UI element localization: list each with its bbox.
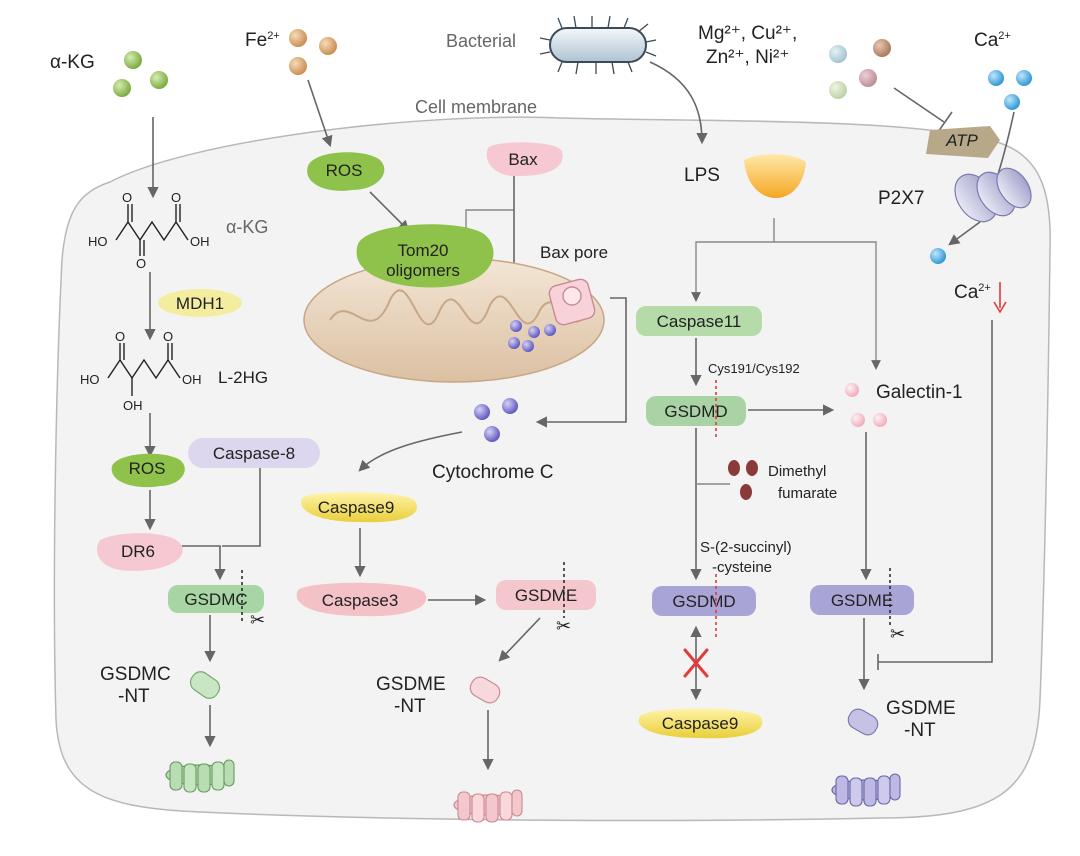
inhibition-x-icon (683, 648, 709, 678)
caspase11-pill (636, 306, 762, 336)
cys-label: Cys191/Cys192 (708, 361, 800, 376)
dimethyl-label-1: Dimethyl (768, 463, 826, 480)
gsdme-pink-pore-icon (453, 789, 523, 823)
svg-text:OH: OH (123, 398, 143, 413)
galectin-balls (845, 383, 887, 427)
gsdmd-upper-pill (646, 396, 746, 426)
tom20-blob (356, 224, 494, 288)
cytochrome-c-balls (474, 398, 518, 442)
ros-mid-label: ROS (326, 161, 363, 180)
dr6-label: DR6 (121, 542, 155, 561)
caspase9-bottom-label: Caspase9 (662, 714, 739, 733)
cytochrome-c-label: Cytochrome C (432, 462, 553, 483)
svg-text:O: O (136, 256, 146, 271)
svg-text:OH: OH (190, 234, 210, 249)
gsdme-mid-label: GSDME (515, 586, 577, 605)
gsdme-right-label: GSDME (831, 591, 893, 610)
svg-text:O: O (115, 329, 125, 344)
svg-text:O: O (122, 190, 132, 205)
bacterial-label: Bacterial (446, 31, 516, 51)
lps-shape (744, 154, 806, 198)
mdh1-label: MDH1 (176, 294, 224, 313)
caspase8-pill (188, 438, 320, 468)
bax-label: Bax (508, 150, 538, 169)
svg-text:O: O (171, 190, 181, 205)
l2hg-label: L-2HG (218, 368, 268, 387)
ca-inside-ball (930, 248, 946, 264)
succinyl-label-1: S-(2-succinyl) (700, 539, 792, 556)
cell-membrane-label: Cell membrane (415, 97, 537, 117)
atp-label: ATP (945, 131, 978, 150)
tom20-label-2: oligomers (386, 261, 460, 280)
gsdmc-label: GSDMC (184, 590, 247, 609)
gsdmd-lower-label: GSDMD (672, 592, 735, 611)
gsdmc-nt-label-2: -NT (118, 686, 150, 707)
atp-shape (926, 126, 1000, 158)
gsdme-right-pill (810, 585, 914, 615)
svg-text:OH: OH (182, 372, 202, 387)
bacterium-icon (539, 15, 657, 75)
dimethyl-fumarate-icon (728, 460, 758, 500)
gsdme-nt-mid-fragment (469, 676, 501, 704)
ca-top-balls (988, 70, 1032, 110)
fe-balls (289, 29, 337, 75)
gsdmd-lower-pill (652, 586, 756, 616)
caspase11-label: Caspase11 (657, 312, 742, 331)
bax-pore-label: Bax pore (540, 243, 608, 262)
cell-membrane-shape (53, 116, 1051, 822)
ca-inside-label: Ca2+ (954, 282, 991, 303)
tom20-label-1: Tom20 (397, 241, 448, 260)
gsdme-purple-pore-icon (831, 773, 901, 807)
l2hg-chemical-structure: O O HO OH OH (80, 329, 202, 413)
ros-left-blob (111, 453, 185, 488)
ros-left-label: ROS (129, 459, 166, 478)
gsdmc-pore-icon (165, 759, 235, 793)
dimethyl-label-2: fumarate (778, 485, 837, 502)
caspase9-mid-label: Caspase9 (318, 498, 395, 517)
lps-label: LPS (684, 165, 720, 186)
metal-ion-balls (829, 39, 891, 99)
metals-label-2: Zn²⁺, Ni²⁺ (706, 47, 789, 68)
gsdme-nt-right-fragment (847, 708, 879, 736)
gsdme-mid-pill (496, 580, 596, 610)
scissors-icon: ✂ (890, 624, 905, 645)
svg-text:HO: HO (88, 234, 108, 249)
caspase9-mid-blob (301, 492, 418, 523)
svg-text:HO: HO (80, 372, 100, 387)
bax-pore-icon (548, 278, 596, 326)
down-arrow-icon (993, 301, 1007, 314)
gsdme-nt-right-label-1: GSDME (886, 698, 956, 719)
ca-top-label: Ca2+ (974, 30, 1011, 51)
caspase3-label: Caspase3 (322, 591, 399, 610)
mitochondrion (303, 257, 605, 383)
caspase9-bottom-blob (638, 708, 763, 739)
scissors-icon: ✂ (250, 610, 265, 631)
akg-balls (113, 51, 168, 97)
succinyl-label-2: -cysteine (712, 559, 772, 576)
mdh1-pill (158, 289, 242, 317)
ros-mid-blob (307, 152, 385, 191)
gsdmc-nt-label-1: GSDMC (100, 664, 171, 685)
p2x7-channel-icon (954, 167, 1032, 223)
bax-blob (486, 142, 563, 177)
metals-label-1: Mg²⁺, Cu²⁺, (698, 23, 797, 44)
gsdmc-pill (168, 585, 264, 613)
caspase8-label: Caspase-8 (213, 444, 295, 463)
scissors-icon: ✂ (556, 616, 571, 637)
dr6-blob (96, 533, 183, 571)
p2x7-label: P2X7 (878, 188, 924, 209)
fe-label: Fe2+ (245, 30, 280, 51)
gsdme-nt-right-label-2: -NT (904, 720, 936, 741)
gsdmc-nt-fragment (189, 671, 221, 699)
galectin-label: Galectin-1 (876, 382, 963, 403)
gsdme-nt-mid-label-1: GSDME (376, 674, 446, 695)
caspase3-blob (296, 582, 427, 617)
svg-text:O: O (163, 329, 173, 344)
akg-outside-label: α-KG (50, 52, 95, 73)
gsdme-nt-mid-label-2: -NT (394, 696, 426, 717)
akg-chemical-structure: O O O HO OH (88, 190, 210, 271)
gsdmd-upper-label: GSDMD (664, 402, 727, 421)
akg-inside-label: α-KG (226, 217, 268, 237)
